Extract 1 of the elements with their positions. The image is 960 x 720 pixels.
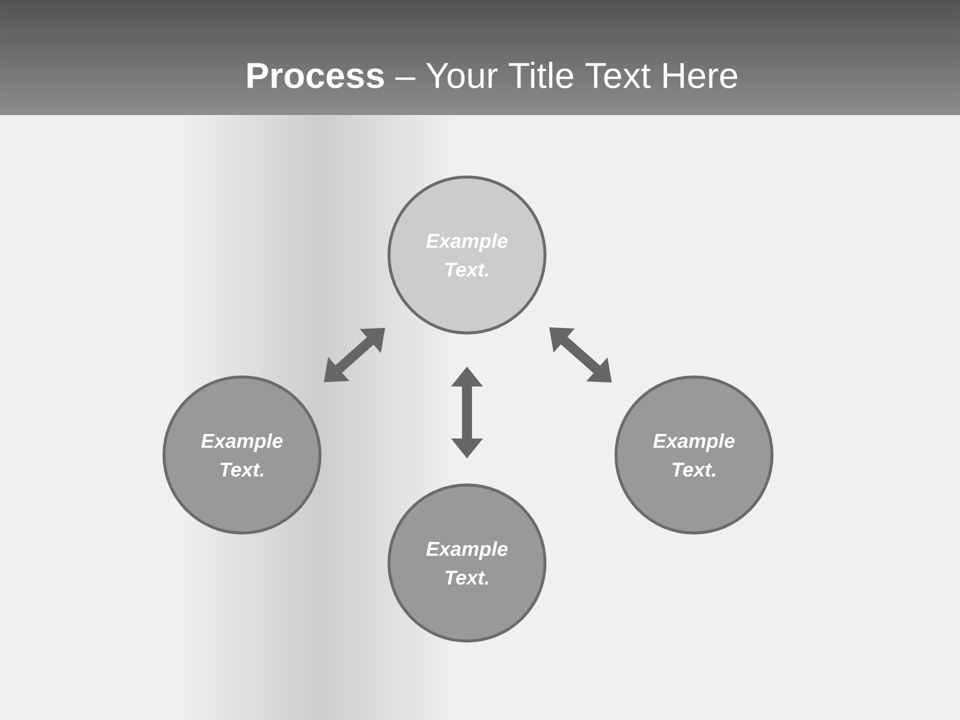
title: Process – Your Title Text Here <box>248 62 738 88</box>
